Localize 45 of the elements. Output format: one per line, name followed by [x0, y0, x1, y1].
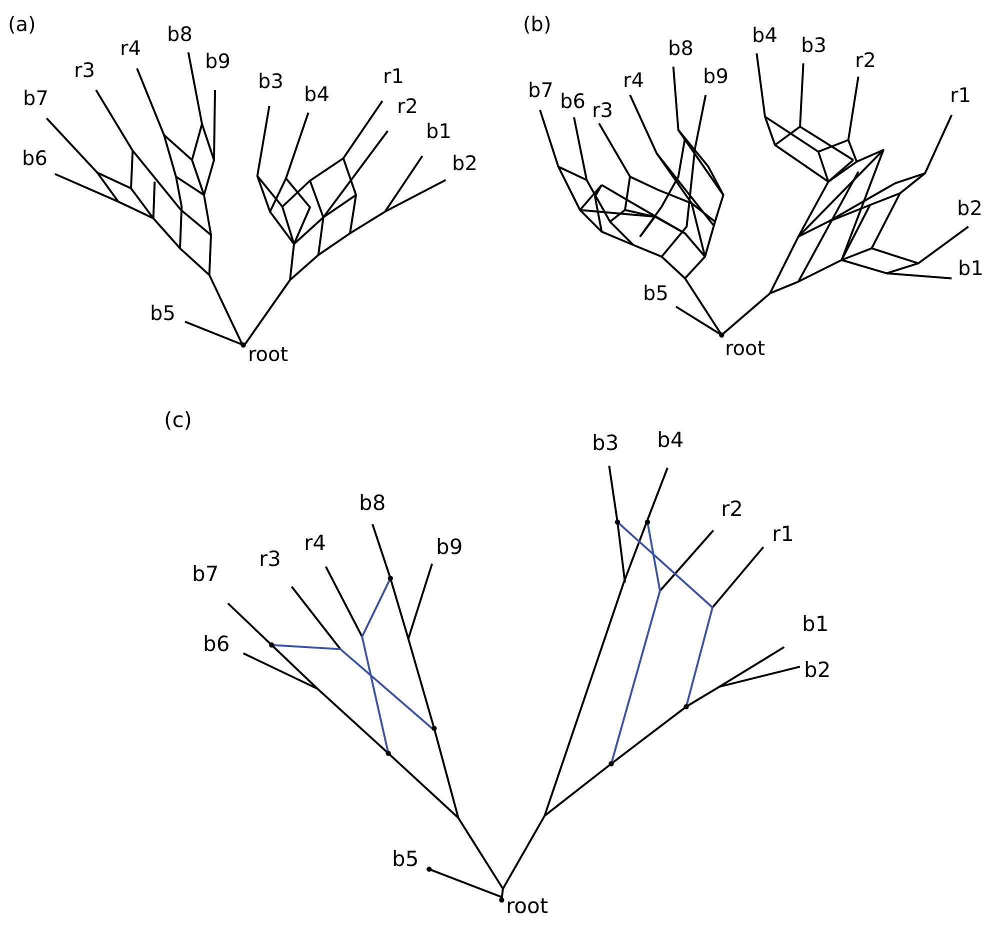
taxon-label: r2 — [721, 499, 743, 520]
taxon-label: b3 — [258, 71, 284, 91]
taxon-label: b3 — [801, 35, 826, 55]
taxon-label: r3 — [592, 100, 613, 120]
taxon-label: r1 — [383, 66, 404, 86]
taxon-label: r1 — [950, 85, 971, 105]
taxon-label: b5 — [643, 283, 668, 303]
taxon-label: b2 — [957, 198, 982, 218]
taxon-label: b6 — [22, 148, 48, 168]
taxon-label: r4 — [120, 38, 141, 58]
taxon-label: b1 — [958, 258, 984, 278]
root-label: root — [248, 344, 288, 364]
taxon-label: b8 — [167, 24, 192, 44]
taxon-label: b2 — [804, 660, 831, 681]
taxon-label: b2 — [452, 153, 478, 173]
taxon-label: b9 — [436, 537, 463, 558]
taxon-label: r2 — [397, 96, 418, 116]
taxon-label: b4 — [304, 84, 330, 104]
panel-label: (b) — [523, 14, 552, 34]
taxon-label: b1 — [802, 614, 829, 635]
root-label: root — [725, 338, 766, 358]
taxon-label: r4 — [623, 70, 644, 90]
taxon-label: b8 — [359, 493, 386, 514]
taxon-label: b4 — [657, 430, 684, 451]
taxon-label: b9 — [703, 66, 728, 86]
taxon-label: b7 — [23, 88, 48, 108]
taxon-label: b8 — [668, 38, 694, 58]
taxon-label: r3 — [259, 549, 281, 570]
taxon-label: r1 — [772, 524, 794, 545]
taxon-label: b5 — [150, 303, 176, 323]
panel-label: (c) — [164, 410, 192, 431]
taxon-label: r4 — [304, 533, 326, 554]
taxon-label: b1 — [426, 121, 452, 141]
taxon-label: b6 — [203, 634, 230, 655]
taxon-label: r3 — [74, 60, 95, 80]
taxon-label: r2 — [855, 50, 876, 70]
taxon-label: b9 — [205, 51, 230, 71]
taxon-label: b3 — [592, 433, 619, 454]
panel-label: (a) — [8, 14, 36, 34]
taxon-label: b6 — [560, 91, 586, 111]
taxon-label: b4 — [752, 25, 778, 45]
taxon-label: b7 — [192, 564, 219, 585]
taxon-label: b5 — [392, 849, 419, 870]
taxon-label: b7 — [528, 80, 554, 100]
root-label: root — [506, 896, 548, 917]
